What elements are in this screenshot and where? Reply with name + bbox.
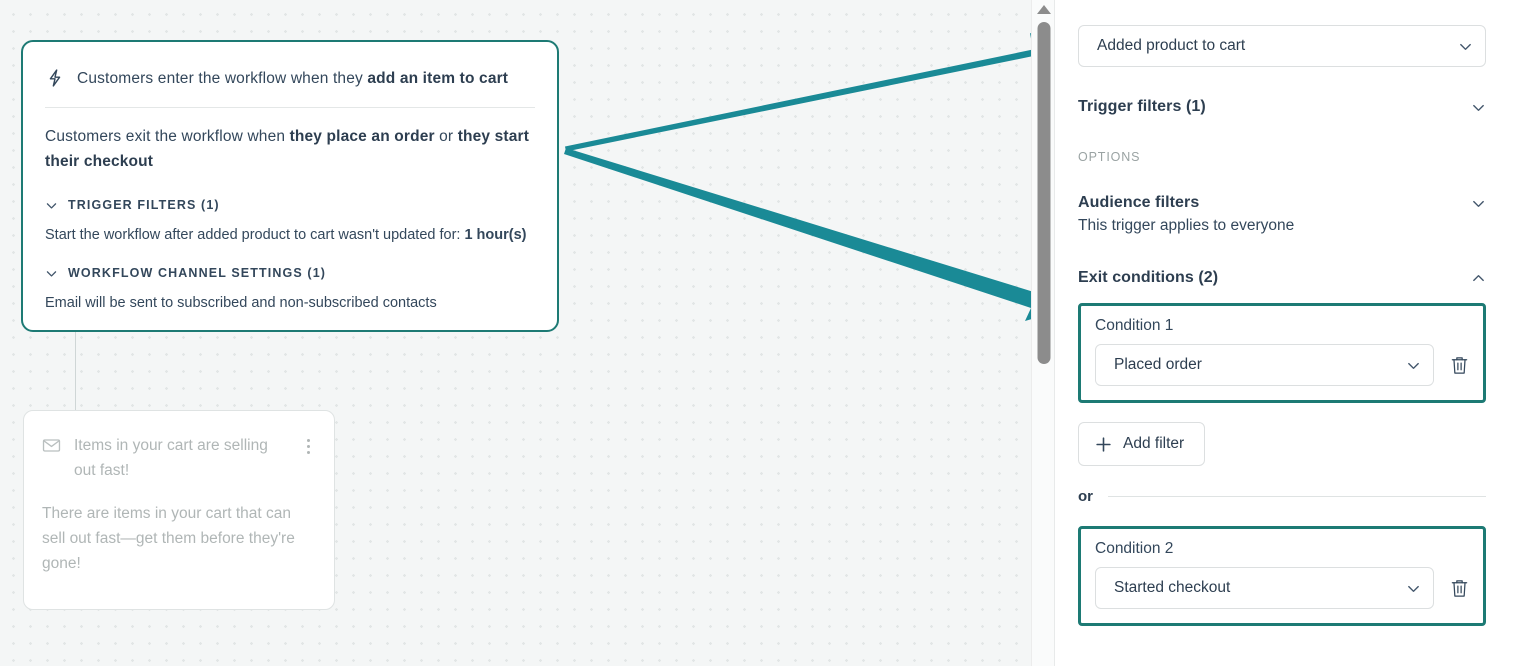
trigger-exit-bold-2: they start their checkout <box>45 128 530 170</box>
exit-condition-1[interactable]: Condition 1 Placed order <box>1078 303 1486 403</box>
chevron-down-icon <box>45 199 58 212</box>
email-card-header: Items in your cart are selling out fast! <box>42 433 316 483</box>
trigger-filters-label: TRIGGER FILTERS (1) <box>68 198 220 212</box>
chevron-down-icon <box>45 267 58 280</box>
trigger-card[interactable]: Customers enter the workflow when they a… <box>21 40 559 332</box>
trigger-enter-bold: add an item to cart <box>367 70 509 87</box>
trigger-filters-title: Trigger filters (1) <box>1078 98 1206 115</box>
scrollbar-track-divider <box>1054 0 1055 666</box>
exit-condition-2-label: Condition 2 <box>1095 540 1174 557</box>
or-divider: or <box>1078 488 1486 505</box>
trigger-enter-text: Customers enter the workflow when they a… <box>77 66 508 91</box>
exit-condition-1-value: Placed order <box>1114 356 1202 373</box>
trigger-type-select[interactable]: Added product to cart <box>1078 25 1486 67</box>
workflow-channel-settings-label: WORKFLOW CHANNEL SETTINGS (1) <box>68 266 327 280</box>
trigger-filters-section-header[interactable]: Trigger filters (1) <box>1078 98 1486 116</box>
trigger-settings-panel[interactable]: Added product to cart Trigger filters (1… <box>1056 0 1522 666</box>
email-step-card[interactable]: Items in your cart are selling out fast!… <box>23 410 335 610</box>
trigger-filters-desc-prefix: Start the workflow after added product t… <box>45 227 465 243</box>
workflow-channel-settings-toggle[interactable]: WORKFLOW CHANNEL SETTINGS (1) <box>45 266 535 280</box>
trigger-exit-prefix: Customers exit the workflow when <box>45 128 290 145</box>
lightning-bolt-icon <box>45 67 65 89</box>
trigger-filters-description: Start the workflow after added product t… <box>45 224 535 246</box>
trigger-exit-row: Customers exit the workflow when they pl… <box>45 108 535 178</box>
email-card-title: Items in your cart are selling out fast! <box>74 437 268 479</box>
envelope-icon <box>42 436 61 455</box>
exit-conditions-title: Exit conditions (2) <box>1078 269 1219 286</box>
chevron-down-icon[interactable] <box>1471 196 1486 211</box>
chevron-down-icon[interactable] <box>1471 100 1486 115</box>
canvas-scrollbar[interactable] <box>1031 0 1055 666</box>
exit-conditions-section-header[interactable]: Exit conditions (2) <box>1078 269 1486 287</box>
kebab-menu-icon[interactable] <box>300 436 316 456</box>
chevron-down-icon <box>1406 358 1421 373</box>
audience-filters-subtitle: This trigger applies to everyone <box>1078 217 1295 234</box>
trigger-type-value: Added product to cart <box>1097 37 1246 54</box>
workflow-channel-settings-description: Email will be sent to subscribed and non… <box>45 295 437 311</box>
options-group-label: OPTIONS <box>1078 150 1141 164</box>
exit-condition-2[interactable]: Condition 2 Started checkout <box>1078 526 1486 626</box>
audience-filters-title: Audience filters <box>1078 194 1200 211</box>
audience-filters-section-header[interactable]: Audience filters <box>1078 194 1486 212</box>
trigger-exit-text: Customers exit the workflow when they pl… <box>45 124 535 174</box>
chevron-down-icon <box>1458 39 1473 54</box>
workflow-connector-line <box>75 332 76 422</box>
exit-condition-2-select[interactable]: Started checkout <box>1095 567 1434 609</box>
trigger-exit-mid: or <box>434 128 458 145</box>
exit-condition-2-delete-icon[interactable] <box>1450 578 1469 599</box>
or-label: or <box>1078 488 1093 505</box>
chevron-down-icon <box>1406 581 1421 596</box>
exit-condition-1-select[interactable]: Placed order <box>1095 344 1434 386</box>
trigger-filters-desc-value: 1 hour(s) <box>464 227 527 243</box>
add-filter-button[interactable]: Add filter <box>1078 422 1206 466</box>
trigger-filters-toggle[interactable]: TRIGGER FILTERS (1) <box>45 198 535 212</box>
exit-condition-1-delete-icon[interactable] <box>1450 355 1469 376</box>
trigger-enter-prefix: Customers enter the workflow when they <box>77 70 368 87</box>
vertical-scroll-thumb[interactable] <box>1037 22 1050 364</box>
add-filter-label: Add filter <box>1123 435 1185 452</box>
plus-icon <box>1095 436 1112 453</box>
or-divider-line <box>1108 496 1486 497</box>
workflow-canvas[interactable]: Customers enter the workflow when they a… <box>0 0 1031 666</box>
triangle-up-icon[interactable] <box>1036 5 1051 14</box>
chevron-up-icon[interactable] <box>1471 271 1486 286</box>
trigger-exit-bold-1: they place an order <box>289 128 435 145</box>
trigger-enter-row: Customers enter the workflow when they a… <box>45 66 535 108</box>
exit-condition-2-value: Started checkout <box>1114 579 1231 596</box>
email-card-preview-text: There are items in your cart that can se… <box>42 505 295 572</box>
exit-condition-1-label: Condition 1 <box>1095 317 1174 334</box>
